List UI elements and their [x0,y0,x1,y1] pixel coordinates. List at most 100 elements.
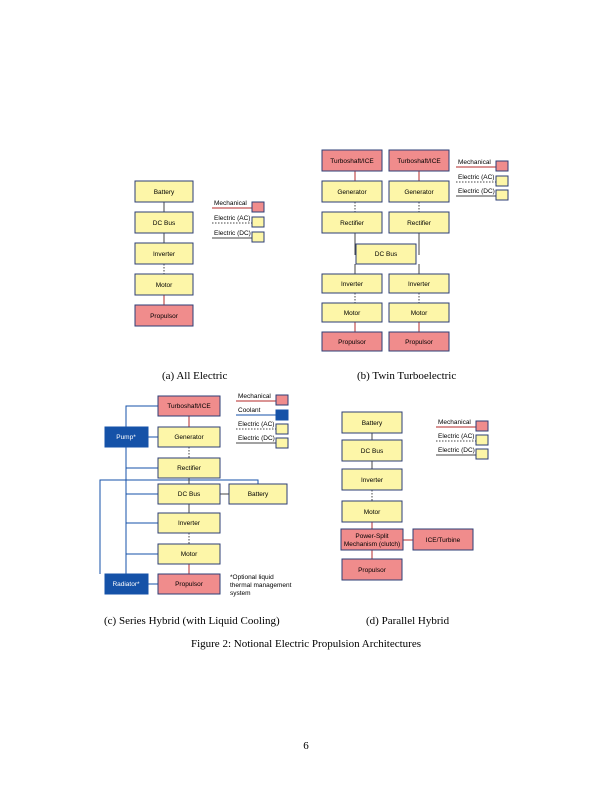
b-legend-dc-label: Electric (DC) [458,188,495,195]
d-legend-ac-label: Electric (AC) [438,433,474,440]
c-footnote-line-3: system [230,590,251,597]
d-legend-dc-label: Electric (DC) [438,447,475,454]
d-battery-box: Battery [341,411,403,434]
c-pump-label: Pump* [116,434,136,441]
a-legend-ac-label: Electric (AC) [214,215,250,222]
a-legend-ac-swatch [251,216,265,228]
c-legend-mechanical-swatch [275,394,289,406]
c-turboshaft-label: Turboshaft/ICE [167,403,211,410]
a-dc-bus-label: DC Bus [153,220,176,227]
c-footnote: *Optional liquid thermal management syst… [230,574,292,597]
c-rectifier-label: Rectifier [177,465,202,472]
b-turboshaft-box-1: Turboshaft/ICE [321,149,383,172]
c-legend-ac-swatch [275,423,289,435]
c-battery-box: Battery [228,483,288,505]
c-footnote-line-2: thermal management [230,582,292,589]
b-dc-bus-box: DC Bus [355,243,417,265]
page-number: 6 [303,740,309,752]
a-battery-label: Battery [154,189,175,196]
b-rectifier-label-2: Rectifier [407,220,432,227]
b-motor-box-2: Motor [388,302,450,323]
a-battery-box: Battery [134,180,194,203]
c-legend-dc-label: Electric (DC) [238,435,275,442]
caption-d: (d) Parallel Hybrid [366,615,450,627]
caption-a: (a) All Electric [162,370,228,382]
b-motor-label-1: Motor [344,310,361,317]
a-inverter-box: Inverter [134,242,194,265]
d-motor-box: Motor [341,500,403,523]
c-rectifier-box: Rectifier [157,457,221,479]
a-inverter-label: Inverter [153,251,176,258]
b-turboshaft-box-2: Turboshaft/ICE [388,149,450,172]
b-generator-label-2: Generator [404,189,434,196]
c-power-lines [188,416,229,574]
d-dc-bus-box: DC Bus [341,439,403,462]
c-propulsor-box: Propulsor [157,573,221,595]
d-legend: Mechanical Electric (AC) Electric (DC) [436,419,489,460]
diagram-all-electric: Battery DC Bus Inverter Motor Propulsor … [134,180,265,327]
b-legend: Mechanical Electric (AC) Electric (DC) [456,159,509,201]
b-propulsor-label-1: Propulsor [338,339,367,346]
caption-b: (b) Twin Turboelectric [357,370,457,382]
c-generator-box: Generator [157,426,221,448]
c-pump-box: Pump* [104,426,149,448]
c-legend-coolant-swatch [275,409,289,421]
c-footnote-line-1: *Optional liquid [230,574,274,581]
b-dc-bus-label: DC Bus [375,251,398,258]
diagram-series-hybrid: Turboshaft/ICE Pump* Generator Rectifier… [99,393,292,597]
b-connectors [354,171,420,332]
a-legend-mechanical-label: Mechanical [214,200,247,207]
c-radiator-label: Radiator* [112,581,140,588]
b-legend-dc-swatch [495,189,509,201]
b-inverter-box-1: Inverter [321,273,383,294]
d-ice-turbine-label: ICE/Turbine [426,537,461,544]
d-dc-bus-label: DC Bus [361,448,384,455]
c-legend-coolant-label: Coolant [238,407,261,414]
b-generator-box-2: Generator [388,180,450,203]
c-motor-box: Motor [157,543,221,565]
diagram-parallel-hybrid: Battery DC Bus Inverter Motor Power-Spli… [340,411,489,581]
b-generator-label-1: Generator [337,189,367,196]
c-legend-dc-swatch [275,437,289,449]
c-dc-bus-label: DC Bus [178,491,201,498]
a-legend-dc-swatch [251,231,265,243]
b-legend-ac-label: Electric (AC) [458,174,494,181]
d-ice-turbine-box: ICE/Turbine [412,528,474,551]
d-battery-label: Battery [362,420,383,427]
b-motor-label-2: Motor [411,310,428,317]
b-propulsor-box-1: Propulsor [321,331,383,352]
c-propulsor-label: Propulsor [175,581,204,588]
a-legend-dc-label: Electric (DC) [214,230,251,237]
c-generator-label: Generator [174,434,204,441]
c-inverter-label: Inverter [178,520,201,527]
a-propulsor-label: Propulsor [150,313,179,320]
a-motor-label: Motor [156,282,173,289]
b-inverter-label-1: Inverter [341,281,364,288]
b-legend-mechanical-swatch [495,160,509,172]
d-legend-ac-swatch [475,434,489,446]
d-power-split-label-1: Power-Split [355,533,388,540]
diagram-twin-turboelectric: Turboshaft/ICE Turboshaft/ICE Generator … [321,149,509,352]
figure-caption: Figure 2: Notional Electric Propulsion A… [190,638,422,650]
b-legend-mechanical-label: Mechanical [458,159,491,166]
b-legend-ac-swatch [495,175,509,187]
b-turboshaft-label-1: Turboshaft/ICE [330,158,374,165]
b-rectifier-label-1: Rectifier [340,220,365,227]
c-radiator-box: Radiator* [104,573,149,595]
d-power-split-label-2: Mechanism (clutch) [344,541,400,548]
c-legend-mechanical-label: Mechanical [238,393,271,400]
c-coolant-lines [99,405,259,585]
c-legend: Mechanical Coolant Electric (AC) Electri… [236,393,289,449]
c-legend-ac-label: Electric (AC) [238,421,274,428]
d-propulsor-box: Propulsor [341,558,403,581]
a-propulsor-box: Propulsor [134,304,194,327]
b-generator-box-1: Generator [321,180,383,203]
d-legend-mechanical-swatch [475,420,489,432]
d-propulsor-label: Propulsor [358,567,387,574]
b-motor-box-1: Motor [321,302,383,323]
b-inverter-label-2: Inverter [408,281,431,288]
c-dc-bus-box: DC Bus [157,483,221,505]
d-legend-dc-swatch [475,448,489,460]
b-inverter-box-2: Inverter [388,273,450,294]
